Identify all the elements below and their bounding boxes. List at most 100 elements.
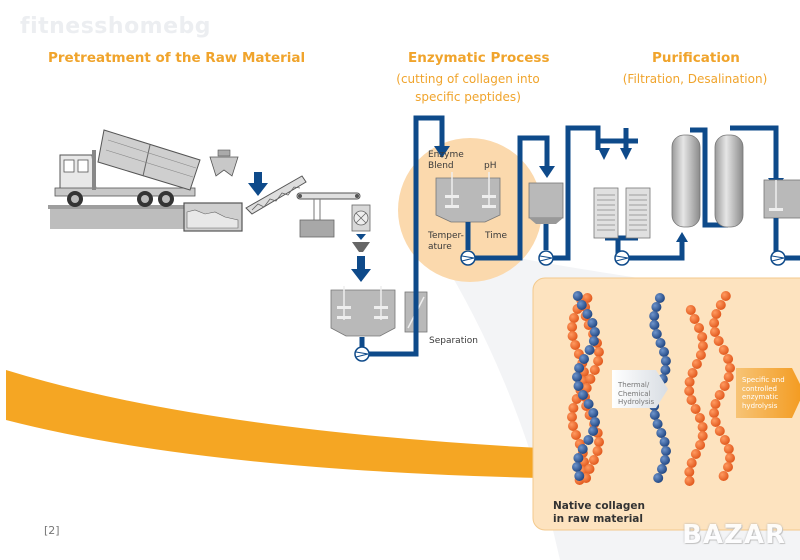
temperature-label-line2: ature — [428, 242, 452, 252]
orange-band — [6, 370, 540, 478]
collagen-bead-orange — [569, 313, 579, 323]
collagen-bead-orange — [593, 356, 604, 366]
collagen-bead-blue — [649, 410, 660, 420]
collagen-bead-orange — [589, 365, 600, 375]
temperature-label: Temper- ature — [428, 231, 464, 253]
thermal-line3: Hydrolysis — [618, 398, 655, 406]
collagen-bead-orange — [685, 305, 696, 315]
collagen-bead-blue — [583, 399, 594, 409]
collagen-bead-orange — [723, 444, 734, 454]
collagen-bead-orange — [718, 471, 729, 481]
collagen-bead-orange — [723, 462, 733, 472]
enzymatic-line3: enzymatic — [742, 393, 779, 401]
pump-icon — [614, 250, 630, 266]
collagen-bead-blue — [654, 293, 665, 303]
collagen-bead-orange — [684, 476, 695, 486]
collagen-bead-blue — [588, 408, 599, 418]
collagen-bead-orange — [582, 293, 593, 303]
collagen-bead-blue — [590, 417, 600, 427]
collagen-bead-blue — [661, 446, 671, 456]
enzymatic-line1: Specific and — [742, 376, 785, 384]
small-down-arrow-icon — [356, 234, 366, 240]
pretreatment-heading: Pretreatment of the Raw Material — [48, 50, 306, 66]
collagen-bead-orange — [684, 386, 695, 396]
watermark-text: fitnesshomebg — [20, 14, 212, 39]
collagen-bead-orange — [684, 377, 695, 387]
collagen-bead-blue — [588, 336, 599, 346]
collagen-bead-blue — [573, 453, 584, 463]
collagen-bead-blue — [660, 356, 671, 366]
collagen-bead-orange — [718, 345, 729, 355]
collagen-bead-orange — [697, 422, 708, 432]
collagen-bead-orange — [687, 368, 698, 378]
collagen-bead-orange — [690, 404, 701, 414]
collagen-bead-orange — [684, 467, 695, 477]
collagen-bead-orange — [719, 381, 730, 391]
native-collagen-caption: Native collagen in raw material — [553, 500, 645, 526]
page-number: [2] — [44, 524, 60, 537]
holding-tank-icon — [528, 182, 564, 250]
collagen-bead-blue — [655, 338, 666, 348]
collagen-bead-orange — [694, 323, 704, 333]
collagen-bead-orange — [567, 331, 578, 341]
purification-heading: Purification — [652, 50, 740, 66]
collagen-bead-blue — [651, 302, 662, 312]
collagen-bead-orange — [567, 322, 578, 332]
collagen-bead-blue — [588, 426, 599, 436]
ion-exchange-columns-icon — [671, 134, 744, 228]
collagen-bead-blue — [573, 381, 584, 391]
pump-icon — [770, 250, 786, 266]
collagen-bead-orange — [690, 449, 701, 459]
collagen-bead-blue — [657, 464, 667, 474]
enzymatic-line2: controlled — [742, 384, 777, 393]
collagen-bead-orange — [695, 350, 706, 360]
collagen-bead-orange — [709, 408, 719, 418]
collagen-bead-orange — [714, 390, 725, 400]
collagen-bead-orange — [689, 314, 700, 324]
collagen-bead-blue — [574, 363, 585, 373]
collagen-bead-orange — [714, 426, 725, 436]
bazar-logo: BAZAR — [682, 520, 786, 550]
enzymatic-subtitle-line1: (cutting of collagen into — [396, 72, 540, 86]
collagen-bead-blue — [660, 455, 670, 465]
collagen-bead-blue — [589, 327, 600, 337]
dump-truck-icon — [48, 129, 201, 229]
collagen-bead-orange — [568, 421, 578, 431]
native-collagen-line2: in raw material — [553, 513, 643, 525]
collagen-bead-blue — [653, 473, 664, 483]
pretreatment-reactor-icon — [330, 286, 396, 337]
collagen-bead-orange — [715, 300, 726, 310]
collagen-bead-blue — [651, 329, 662, 339]
purification-subtitle: (Filtration, Desalination) — [622, 72, 768, 86]
collagen-bead-blue — [584, 345, 595, 355]
collagen-bead-orange — [725, 453, 735, 463]
temperature-label-line1: Temper- — [428, 231, 464, 241]
collagen-bead-orange — [686, 458, 697, 468]
enzymatic-subtitle: (cutting of collagen into specific pepti… — [388, 70, 548, 106]
raw-material-bin-icon — [183, 202, 243, 232]
collagen-bead-orange — [720, 291, 731, 301]
thermal-line2: Chemical — [618, 389, 651, 398]
collagen-bead-orange — [588, 455, 599, 465]
collagen-bead-orange — [571, 430, 581, 440]
final-tank-icon — [763, 179, 800, 250]
collagen-bead-blue — [577, 444, 588, 454]
collagen-bead-blue — [652, 419, 663, 429]
enzymatic-subtitle-line2: specific peptides) — [415, 90, 521, 104]
collagen-bead-blue — [649, 311, 660, 321]
enzymatic-hydrolysis-label: Specific and controlled enzymatic hydrol… — [742, 376, 785, 410]
collagen-bead-blue — [582, 309, 593, 319]
collagen-bead-blue — [572, 291, 583, 301]
screw-conveyor-icon — [245, 175, 307, 215]
collagen-bead-orange — [723, 372, 734, 382]
collagen-bead-blue — [660, 365, 671, 375]
collagen-bead-orange — [710, 327, 720, 337]
collagen-bead-orange — [697, 341, 708, 351]
collagen-bead-orange — [686, 395, 697, 405]
collagen-bead-blue — [587, 318, 598, 328]
grab-bucket-icon — [209, 149, 239, 177]
collagen-bead-orange — [567, 412, 577, 422]
enzymatic-hydrolysis-arrow — [736, 368, 800, 418]
collagen-bead-orange — [584, 464, 595, 474]
